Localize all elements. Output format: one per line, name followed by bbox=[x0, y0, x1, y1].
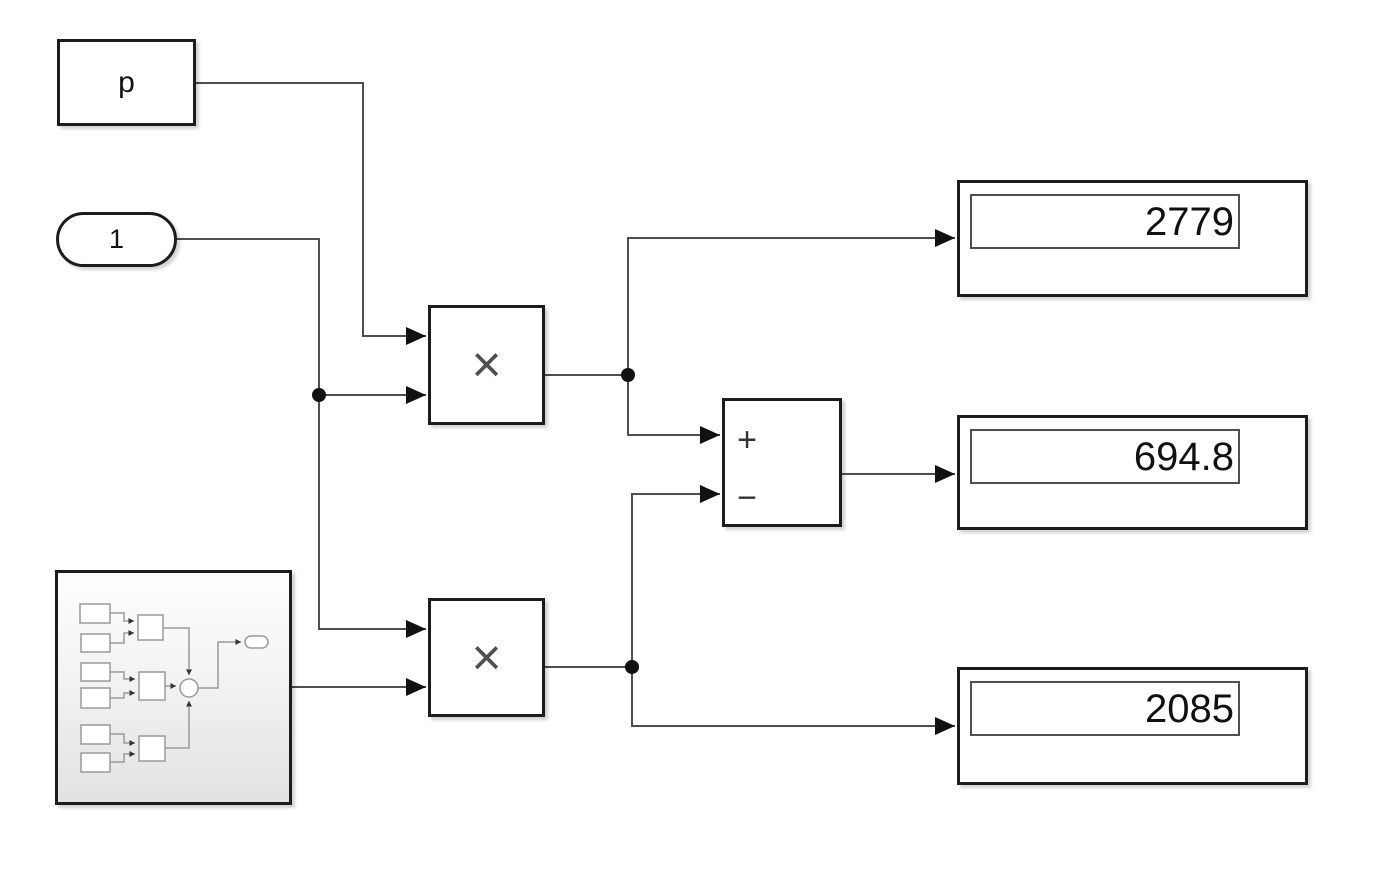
signal-wire[interactable] bbox=[627, 229, 955, 375]
display-block-3[interactable]: 2085 bbox=[957, 667, 1308, 785]
product-block-top[interactable]: × bbox=[428, 305, 545, 425]
signal-wire[interactable] bbox=[631, 485, 720, 667]
branch-point-dot bbox=[312, 388, 326, 402]
product-block-bottom[interactable]: × bbox=[428, 598, 545, 717]
multiply-icon: × bbox=[471, 336, 502, 394]
branch-point-dot bbox=[621, 368, 635, 382]
subsystem-thumbnail-icon bbox=[79, 603, 269, 773]
signal-wire[interactable] bbox=[631, 667, 955, 735]
multiply-icon: × bbox=[471, 628, 502, 687]
constant-block-label: 1 bbox=[108, 224, 125, 254]
display-block-2[interactable]: 694.8 bbox=[957, 415, 1308, 530]
from-block-p[interactable]: p bbox=[57, 39, 196, 126]
minus-sign-label: − bbox=[737, 479, 757, 517]
plus-sign-label: + bbox=[737, 421, 757, 459]
display-value: 2779 bbox=[970, 194, 1240, 249]
display-block-1[interactable]: 2779 bbox=[957, 180, 1308, 297]
display-value: 2085 bbox=[970, 681, 1240, 736]
signal-wire[interactable] bbox=[627, 375, 720, 444]
subsystem-block[interactable] bbox=[55, 570, 292, 805]
signal-wire[interactable] bbox=[177, 238, 426, 638]
branch-point-dot bbox=[625, 660, 639, 674]
sum-block[interactable]: + − bbox=[722, 398, 842, 527]
from-block-label: p bbox=[118, 65, 135, 99]
signal-wire[interactable] bbox=[196, 82, 426, 345]
constant-block-1[interactable]: 1 bbox=[56, 212, 177, 267]
display-value: 694.8 bbox=[970, 429, 1240, 484]
